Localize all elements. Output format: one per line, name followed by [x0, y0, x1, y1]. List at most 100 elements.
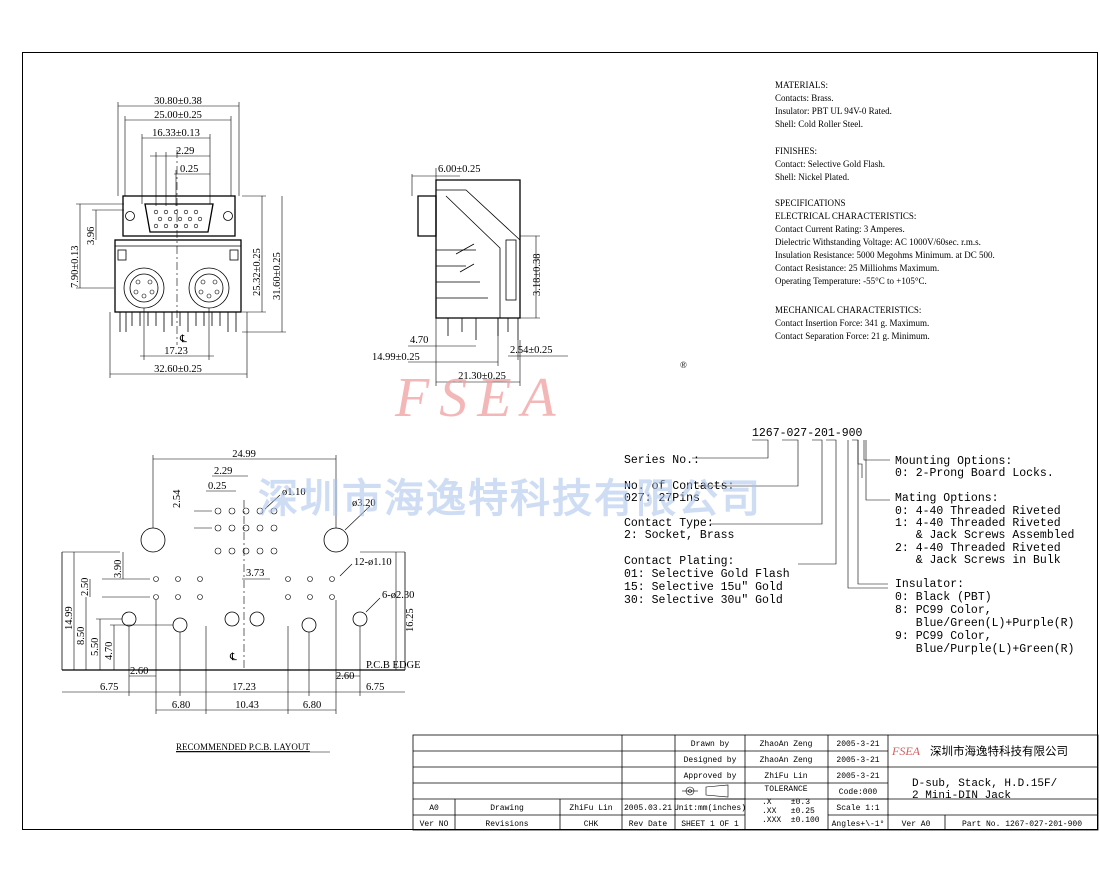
mating-title: Mating Options:: [895, 492, 999, 505]
dim-offset: 0.25: [180, 164, 198, 175]
insulator-line: 9: PC99 Color,: [895, 630, 992, 643]
dim-1499: 14.99: [64, 606, 75, 630]
pcb-layout: 24.99 2.29 0.25 2.54 ø1.10 ø3.20 3.90 2.…: [61, 449, 421, 753]
company-logo: FSEA: [891, 744, 921, 758]
dim-470: 4.70: [410, 335, 428, 346]
desc-line-2: 2 Mini-DIN Jack: [912, 790, 1011, 802]
rev-desc-header: Revisions: [485, 820, 528, 829]
mounting-title: Mounting Options:: [895, 455, 1012, 468]
drawn-date: 2005-3-21: [836, 740, 879, 749]
dim-hole-320: ø3.20: [352, 498, 376, 509]
insulator-title: Insulator:: [895, 578, 964, 591]
din-holes: [121, 576, 368, 633]
dim-850: 8.50: [76, 627, 87, 645]
approved-name: ZhiFu Lin: [764, 772, 807, 781]
dim-254: 2.54: [172, 489, 183, 508]
materials-title: MATERIALS:: [775, 80, 828, 90]
approved-date: 2005-3-21: [836, 772, 879, 781]
elec-line: Insulation Resistance: 5000 Megohms Mini…: [775, 250, 995, 260]
mating-line: 0: 4-40 Threaded Riveted: [895, 505, 1061, 518]
elec-title: ELECTRICAL CHARACTERISTICS:: [775, 211, 916, 221]
mating-line: 2: 4-40 Threaded Riveted: [895, 542, 1061, 555]
dim-390: 3.90: [113, 560, 124, 578]
dim-1723: 17.23: [232, 682, 256, 693]
dim-1043: 10.43: [235, 700, 259, 711]
dim-width-overall: 30.80±0.38: [154, 96, 202, 107]
watermark: FSEA ® 深圳市海逸特科技有限公司: [258, 360, 760, 522]
dim-254: 2.54±0.25: [510, 345, 553, 356]
part-number-breakdown: 1267-027-201-900 Series No.: No. of Cont…: [624, 427, 1074, 656]
rev-date-header: Rev Date: [629, 820, 668, 829]
side-view: 6.00±0.25 3.18±0.38 4.70 14.99±0.25 2.54…: [372, 164, 568, 386]
dim-2499: 24.99: [232, 449, 256, 460]
tolerance-line: .XX ±0.25: [762, 807, 815, 816]
dim-2532: 25.32±0.25: [252, 248, 263, 296]
rev-ver-header: Ver NO: [420, 820, 449, 829]
dim-318: 3.18±0.38: [532, 253, 543, 296]
elec-line: Contact Current Rating: 3 Amperes.: [775, 224, 905, 234]
plating-line: 30: Selective 30u" Gold: [624, 594, 783, 607]
dim-6-holes: 6-ø2.30: [382, 590, 414, 601]
dim-260-left: 2.60: [130, 666, 148, 677]
mating-line: & Jack Screws in Bulk: [895, 554, 1061, 567]
dim-width-shell: 25.00±0.25: [154, 110, 202, 121]
centerline-mark: ℄: [179, 334, 187, 345]
dim-680-left: 6.80: [172, 700, 190, 711]
contacts-line: 027: 27Pins: [624, 492, 700, 505]
elec-line: Contact Resistance: 25 Milliohms Maximum…: [775, 263, 939, 273]
elec-line: Dielectric Withstanding Voltage: AC 1000…: [775, 237, 981, 247]
dim-pin-pitch: 2.29: [176, 146, 194, 157]
contacts-title: No. of Contacts:: [624, 480, 734, 493]
dsub-pins: [153, 209, 203, 229]
dim-675-left: 6.75: [100, 682, 118, 693]
contact-type-title: Contact Type:: [624, 517, 714, 530]
insulator-line: 8: PC99 Color,: [895, 604, 992, 617]
dim-025: 0.25: [208, 481, 226, 492]
drawn-label: Drawn by: [691, 740, 730, 749]
front-pins: [119, 312, 237, 332]
spec-title: SPECIFICATIONS: [775, 198, 846, 208]
rev-chk-header: CHK: [584, 820, 599, 829]
rev-date: 2005.03.21: [624, 804, 672, 813]
dim-396: 3.96: [86, 227, 97, 245]
pcb-caption: RECOMMENDED P.C.B. LAYOUT: [176, 742, 310, 752]
dim-2130: 21.30±0.25: [458, 371, 506, 382]
designed-date: 2005-3-21: [836, 756, 879, 765]
dim-1723: 17.23: [164, 346, 188, 357]
insulator-line: Blue/Purple(L)+Green(R): [895, 643, 1074, 656]
sheet: SHEET 1 OF 1: [681, 820, 739, 829]
plating-line: 01: Selective Gold Flash: [624, 568, 790, 581]
dim-hole-110: ø1.10: [282, 487, 306, 498]
dim-229: 2.29: [214, 466, 232, 477]
finishes-title: FINISHES:: [775, 146, 817, 156]
finishes-line: Contact: Selective Gold Flash.: [775, 159, 885, 169]
elec-line: Operating Temperature: -55°C to +105°C.: [775, 276, 927, 286]
dim-dsub-pitch: 16.33±0.13: [152, 128, 200, 139]
part-code: 1267-027-201-900: [752, 427, 863, 440]
registered-mark: ®: [680, 360, 687, 370]
dim-3160: 31.60±0.25: [272, 252, 283, 300]
rev-ver: A0: [429, 804, 439, 813]
drawn-name: ZhaoAn Zeng: [760, 740, 813, 749]
front-view: 30.80±0.38 25.00±0.25 16.33±0.13 2.29 0.…: [70, 96, 286, 378]
dim-250: 2.50: [80, 578, 91, 596]
notes-block: MATERIALS: Contacts: Brass. Insulator: P…: [775, 80, 995, 341]
mech-title: MECHANICAL CHARACTERISTICS:: [775, 305, 921, 315]
angles: Angles+\-1°: [832, 820, 885, 829]
series-title: Series No.:: [624, 454, 700, 467]
materials-line: Shell: Cold Roller Steel.: [775, 119, 863, 129]
dim-680-right: 6.80: [303, 700, 321, 711]
tolerance-title: TOLERANCE: [764, 785, 807, 794]
rev-chk: ZhiFu Lin: [569, 804, 612, 813]
units: Unit:mm(inches): [674, 804, 746, 813]
mating-line: 1: 4-40 Threaded Riveted: [895, 517, 1061, 530]
dim-373: 3.73: [246, 568, 264, 579]
dim-1499: 14.99±0.25: [372, 352, 420, 363]
desc-line-1: D-sub, Stack, H.D.15F/: [912, 778, 1057, 790]
dim-1625: 16.25: [405, 608, 416, 632]
mech-line: Contact Separation Force: 21 g. Minimum.: [775, 331, 930, 341]
rev-desc: Drawing: [490, 804, 524, 813]
scale: Scale 1:1: [836, 804, 879, 813]
materials-line: Insulator: PBT UL 94V-0 Rated.: [775, 106, 892, 116]
pcb-edge-label: P.C.B EDGE: [366, 660, 421, 671]
